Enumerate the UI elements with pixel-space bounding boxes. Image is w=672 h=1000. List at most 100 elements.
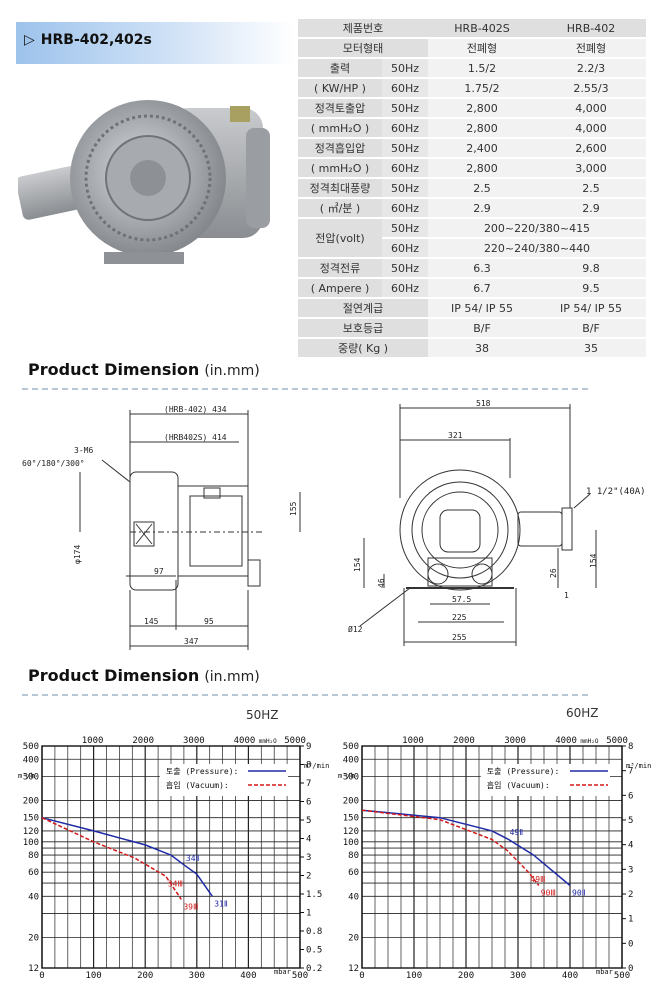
right-unit-label: m³/min	[626, 762, 651, 770]
y-tick-label: 40	[348, 892, 359, 902]
section-title-performance: Product Dimension (in.mm)	[28, 666, 260, 685]
table-cell: 2.9	[536, 198, 646, 219]
table-cell: 60Hz	[382, 238, 428, 259]
x-tick-label: 300	[189, 971, 205, 981]
right-tick-label: 7	[306, 779, 311, 789]
dim-label: 1	[564, 591, 569, 600]
right-tick-label: 5	[306, 816, 311, 826]
table-cell: B/F	[428, 318, 536, 339]
top-tick-label: 4000	[555, 736, 577, 746]
top-tick-label: 4000	[234, 736, 256, 746]
curve-annotation: 49Ⅲ	[530, 875, 545, 884]
x-tick-label: 0	[359, 971, 364, 981]
table-cell: 정격토출압	[298, 98, 382, 119]
right-tick-label: 5	[628, 816, 633, 826]
table-cell: 2.2/3	[536, 58, 646, 79]
blower-photo	[18, 100, 270, 264]
divider	[22, 694, 588, 696]
section-unit: (in.mm)	[204, 363, 260, 379]
right-tick-label: 2	[628, 890, 633, 900]
y-tick-label: 80	[348, 851, 359, 861]
y-tick-label: 60	[348, 868, 359, 878]
right-tick-label: 9	[306, 742, 311, 752]
table-cell: 6.3	[428, 258, 536, 279]
top-tick-label: 1000	[82, 736, 104, 746]
right-tick-label: 6	[628, 791, 633, 801]
table-cell: ( mmH₂O )	[298, 118, 382, 139]
right-tick-label: 8	[306, 761, 311, 771]
y-tick-label: 500	[23, 742, 39, 752]
y-tick-label: 120	[343, 827, 359, 837]
x-tick-label: 0	[39, 971, 44, 981]
y-tick-label: 12	[348, 964, 359, 974]
x-tick-label: 200	[458, 971, 474, 981]
legend-box	[159, 764, 288, 796]
table-cell: 4,000	[536, 98, 646, 119]
y-tick-label: 120	[23, 827, 39, 837]
table-cell: IP 54/ IP 55	[428, 298, 536, 319]
y-tick-label: 200	[343, 797, 359, 807]
dim-label: 518	[476, 399, 491, 408]
table-cell: 정격흡입압	[298, 138, 382, 159]
table-cell: 중량( Kg )	[298, 338, 428, 359]
right-tick-label: 0	[628, 964, 633, 974]
table-cell: 50Hz	[382, 178, 428, 199]
dim-label: 26	[549, 568, 558, 578]
table-cell: ( KW/HP )	[298, 78, 382, 99]
table-cell: 2.5	[428, 178, 536, 199]
dim-label: 145	[144, 617, 159, 626]
table-cell: 2.9	[428, 198, 536, 219]
top-tick-label: 1000	[402, 736, 424, 746]
side-view-drawing: (HRB-402) 434 (HRB402S) 414 3-M6 60°/180…	[22, 405, 301, 650]
table-cell: HRB-402	[536, 19, 646, 39]
y-tick-label: 150	[343, 814, 359, 824]
chart-title-60hz: 60HZ	[566, 706, 599, 720]
table-cell: 9.8	[536, 258, 646, 279]
dim-label: 46	[377, 578, 386, 588]
table-cell: 출력	[298, 58, 382, 79]
x-tick-label: 200	[137, 971, 153, 981]
table-cell: 200~220/380~415	[428, 218, 646, 239]
y-tick-label: 150	[23, 814, 39, 824]
curve-annotation: 39Ⅲ	[183, 902, 198, 911]
table-cell: ( ㎥/분 )	[298, 198, 382, 219]
right-tick-label: 0.2	[306, 964, 322, 974]
dim-label: Ø12	[348, 624, 363, 634]
table-cell: 2.55/3	[536, 78, 646, 99]
table-cell: 9.5	[536, 278, 646, 299]
y-tick-label: 400	[23, 755, 39, 765]
curve-annotation: 90Ⅱ	[572, 888, 586, 897]
x-tick-label: 500	[292, 971, 308, 981]
legend-box	[480, 764, 610, 796]
table-cell: 제품번호	[298, 19, 428, 39]
y-unit-label: m³/h	[18, 772, 35, 780]
section-title-text: Product Dimension	[28, 666, 200, 685]
dim-label: 155	[289, 501, 298, 516]
y-tick-label: 400	[343, 755, 359, 765]
dim-label: 321	[448, 431, 463, 440]
curve-annotation: 49Ⅱ	[510, 828, 524, 837]
table-cell: 60Hz	[382, 158, 428, 179]
table-cell: 1.5/2	[428, 58, 536, 79]
x-tick-label: 400	[240, 971, 256, 981]
table-cell: 전압(volt)	[298, 218, 382, 259]
table-cell: 절연계급	[298, 298, 428, 319]
right-tick-label: 4	[306, 835, 311, 845]
product-title-text: HRB-402,402s	[40, 32, 152, 48]
dim-label: 3-M6	[74, 446, 93, 455]
product-title: ▷HRB-402,402s	[24, 32, 152, 48]
right-tick-label: 2	[306, 872, 311, 882]
y-tick-label: 20	[348, 934, 359, 944]
dim-label: 347	[184, 637, 199, 646]
right-tick-label: 3	[628, 865, 633, 875]
table-cell: 4,000	[536, 118, 646, 139]
